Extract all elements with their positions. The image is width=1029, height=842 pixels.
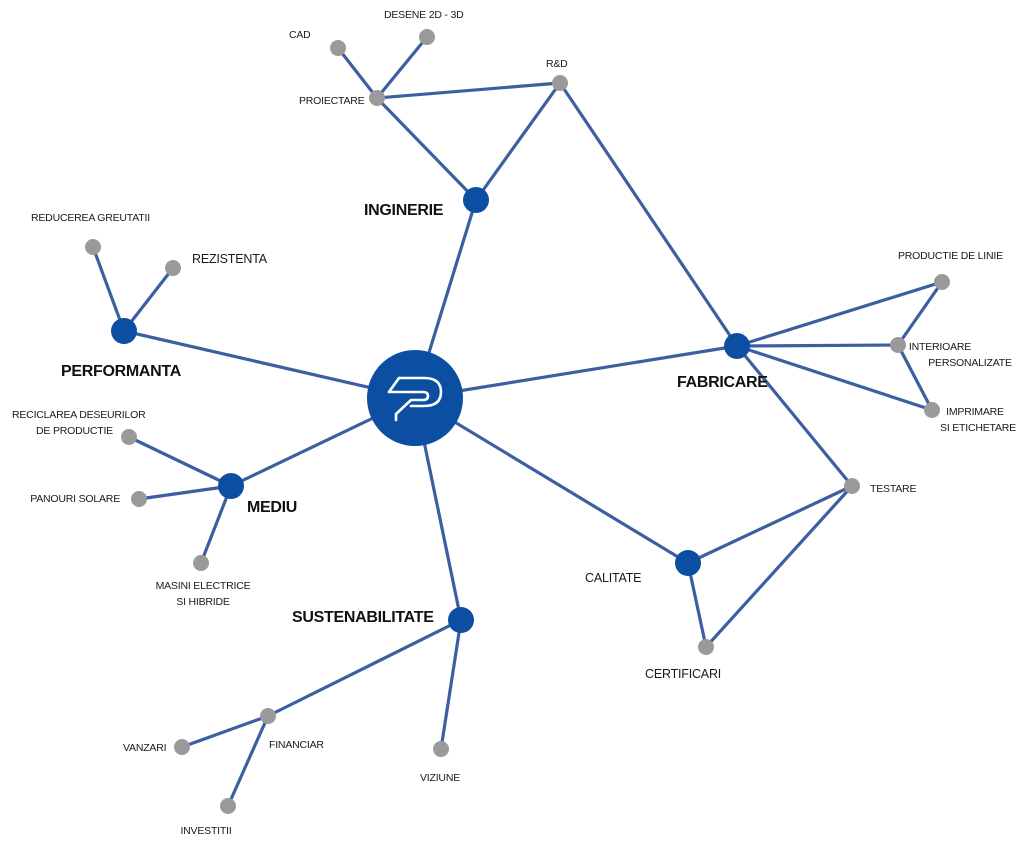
node-proiectare bbox=[369, 90, 385, 106]
node-cad bbox=[330, 40, 346, 56]
edge-testare-certificari bbox=[704, 484, 854, 649]
edge-fabricare-imprimare bbox=[735, 344, 934, 412]
edge-rd-fabricare bbox=[558, 81, 739, 348]
label-rezistenta: REZISTENTA bbox=[192, 252, 268, 266]
label-viziune: VIZIUNE bbox=[420, 772, 460, 784]
label-rd: R&D bbox=[546, 58, 568, 70]
node-desene bbox=[419, 29, 435, 45]
label-reciclarea-1: RECICLAREA DESEURILOR bbox=[12, 409, 146, 421]
leaf-nodes bbox=[85, 29, 950, 814]
node-financiar bbox=[260, 708, 276, 724]
label-certificari: CERTIFICARI bbox=[645, 667, 721, 681]
label-inginerie: INGINERIE bbox=[364, 202, 444, 219]
leaf-labels: CAD DESENE 2D - 3D PROIECTARE R&D REDUCE… bbox=[12, 9, 1016, 837]
label-calitate: CALITATE bbox=[585, 571, 641, 585]
center-node bbox=[367, 350, 463, 446]
edge-mediu-panouri bbox=[137, 484, 233, 501]
node-testare bbox=[844, 478, 860, 494]
node-mediu bbox=[218, 473, 244, 499]
label-sustenabilitate: SUSTENABILITATE bbox=[292, 609, 434, 626]
edge-performanta-rezistenta bbox=[122, 266, 175, 333]
edge-calitate-testare bbox=[686, 484, 854, 565]
label-cad: CAD bbox=[289, 29, 311, 41]
node-investitii bbox=[220, 798, 236, 814]
edge-rd-inginerie bbox=[474, 81, 562, 202]
node-interioare bbox=[890, 337, 906, 353]
label-interioare-2: PERSONALIZATE bbox=[928, 357, 1012, 369]
node-rezistenta bbox=[165, 260, 181, 276]
node-productie-linie bbox=[934, 274, 950, 290]
edge-financiar-vanzari bbox=[180, 714, 270, 749]
node-viziune bbox=[433, 741, 449, 757]
edge-sustenabilitate-financiar bbox=[266, 618, 463, 718]
hub-labels: INGINERIE PERFORMANTA FABRICARE MEDIU SU… bbox=[61, 202, 769, 626]
node-imprimare bbox=[924, 402, 940, 418]
edge-interioare-imprimare bbox=[896, 343, 934, 412]
connection-lines bbox=[91, 35, 944, 808]
node-performanta bbox=[111, 318, 137, 344]
company-logo-icon bbox=[387, 376, 443, 422]
node-fabricare bbox=[724, 333, 750, 359]
label-masini-2: SI HIBRIDE bbox=[176, 596, 230, 608]
hub-nodes bbox=[111, 187, 750, 633]
edge-mediu-reciclarea bbox=[127, 435, 233, 488]
edge-fabricare-productie bbox=[735, 280, 944, 348]
node-reciclarea bbox=[121, 429, 137, 445]
label-reducerea: REDUCEREA GREUTATII bbox=[31, 212, 150, 224]
node-vanzari bbox=[174, 739, 190, 755]
label-testare: TESTARE bbox=[870, 483, 916, 495]
label-productie-linie: PRODUCTIE DE LINIE bbox=[898, 250, 1003, 262]
edge-performanta-reducerea bbox=[91, 245, 126, 333]
edge-proiectare-inginerie bbox=[375, 96, 478, 202]
node-inginerie bbox=[463, 187, 489, 213]
label-reciclarea-2: DE PRODUCTIE bbox=[36, 425, 113, 437]
edge-proiectare-cad bbox=[336, 46, 379, 100]
label-fabricare: FABRICARE bbox=[677, 374, 768, 391]
edge-center-performanta bbox=[122, 329, 417, 400]
label-masini-1: MASINI ELECTRICE bbox=[156, 580, 251, 592]
edge-sustenabilitate-viziune bbox=[439, 618, 463, 751]
label-desene: DESENE 2D - 3D bbox=[384, 9, 464, 21]
edge-fabricare-interioare bbox=[735, 343, 900, 348]
label-vanzari: VANZARI bbox=[123, 742, 166, 754]
label-imprimare-2: SI ETICHETARE bbox=[940, 422, 1016, 434]
edge-fabricare-testare bbox=[735, 344, 854, 488]
label-imprimare-1: IMPRIMARE bbox=[946, 406, 1004, 418]
label-mediu: MEDIU bbox=[247, 499, 297, 516]
node-reducerea bbox=[85, 239, 101, 255]
label-interioare-1: INTERIOARE bbox=[909, 341, 971, 353]
edge-center-calitate bbox=[413, 396, 690, 565]
node-sustenabilitate bbox=[448, 607, 474, 633]
node-rd bbox=[552, 75, 568, 91]
edge-center-fabricare bbox=[413, 344, 739, 400]
node-certificari bbox=[698, 639, 714, 655]
edge-mediu-masini bbox=[199, 484, 233, 565]
label-panouri: PANOURI SOLARE bbox=[30, 493, 120, 505]
edge-productie-interioare bbox=[896, 280, 944, 347]
center-circle bbox=[367, 350, 463, 446]
edge-calitate-certificari bbox=[686, 561, 708, 649]
node-calitate bbox=[675, 550, 701, 576]
edge-proiectare-desene bbox=[375, 35, 429, 100]
edge-proiectare-rd bbox=[375, 81, 562, 100]
label-financiar: FINANCIAR bbox=[269, 739, 324, 751]
node-panouri bbox=[131, 491, 147, 507]
label-investitii: INVESTITII bbox=[180, 825, 231, 837]
label-proiectare: PROIECTARE bbox=[299, 95, 365, 107]
node-masini bbox=[193, 555, 209, 571]
edge-financiar-investitii bbox=[226, 714, 270, 808]
label-performanta: PERFORMANTA bbox=[61, 363, 182, 380]
